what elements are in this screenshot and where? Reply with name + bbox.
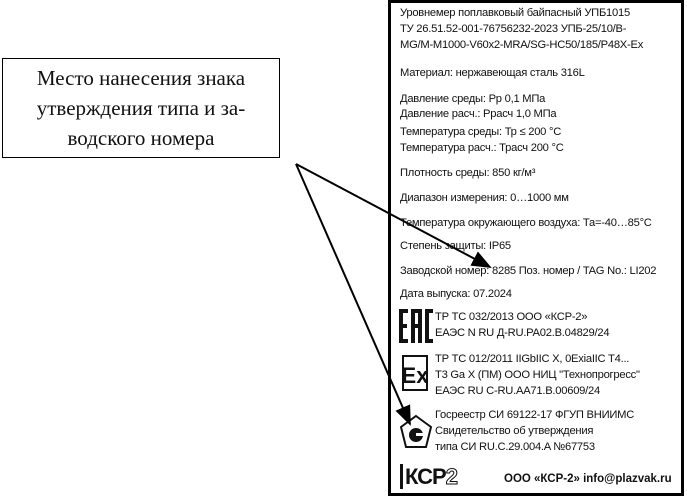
ex-line: ЕАЭС RU C-RU.AA71.B.00609/24	[435, 385, 600, 397]
temperature-calc: Температура расч.: Трасч 200 °С	[400, 142, 564, 154]
svg-text:Ex: Ex	[402, 363, 428, 388]
range: Диапазон измерения: 0…1000 мм	[400, 192, 569, 204]
temperature: Температура среды: Тр ≤ 200 °С	[400, 126, 562, 138]
footer-contact: ООО «КСР-2» info@plazvak.ru	[504, 473, 672, 485]
ex-line: Т3 Ga X (ПМ) ООО НИЦ "Технопрогресс"	[435, 369, 640, 381]
callout-line: Место нанесения знака	[36, 66, 246, 90]
release-date: Дата выпуска: 07.2024	[400, 288, 512, 300]
callout-line: водского номера	[67, 126, 215, 150]
material: Материал: нержавеющая сталь 316L	[400, 67, 585, 79]
gosreestr-line: Госреестр СИ 69122-17 ФГУП ВНИИМС	[435, 409, 635, 421]
serial-number: Заводской номер: 8285 Поз. номер / TAG N…	[400, 265, 657, 277]
eac-icon	[399, 309, 433, 343]
spec-line: ТУ 26.51.52-001-76756232-2023 УПБ-25/10/…	[400, 23, 627, 35]
density: Плотность среды: 850 кг/м³	[400, 167, 536, 179]
protection: Степень защиты: IP65	[400, 240, 511, 252]
arrow-to-serial	[295, 163, 492, 268]
ex-icon: Ex	[402, 355, 428, 391]
nameplate: Уровнемер поплавковый байпасный УПБ1015 …	[388, 0, 684, 496]
pressure: Давление среды: Рр 0,1 МПа	[400, 93, 546, 105]
eac-line: ЕАЭС N RU Д-RU.PA02.B.04829/24	[435, 327, 610, 339]
ambient-temp: Температура окружающего воздуха: Та=-40……	[400, 217, 652, 229]
callout-box: Место нанесения знака утверждения типа и…	[2, 58, 280, 158]
gosreestr-line: Свидетельство об утверждения	[435, 425, 594, 437]
eac-line: ТР ТС 032/2013 ООО «КСР-2»	[435, 311, 588, 323]
arrow-to-approval-mark	[295, 163, 411, 426]
spec-line: MG/M-M1000-V60x2-MRA/SG-HC50/185/P48X-Ex	[400, 39, 644, 51]
ex-line: ТР ТС 012/2011 IIGbIIC X, 0ExiaIIC T4...	[435, 353, 630, 365]
product-title: Уровнемер поплавковый байпасный УПБ1015	[400, 7, 630, 19]
callout-line: утверждения типа и за-	[36, 96, 246, 120]
company-logo: КСР2	[400, 464, 458, 490]
pressure-calc: Давление расч.: Ррасч 1,0 МПа	[400, 108, 557, 120]
gosreestr-line: типа СИ RU.C.29.004.A №67753	[435, 441, 595, 453]
